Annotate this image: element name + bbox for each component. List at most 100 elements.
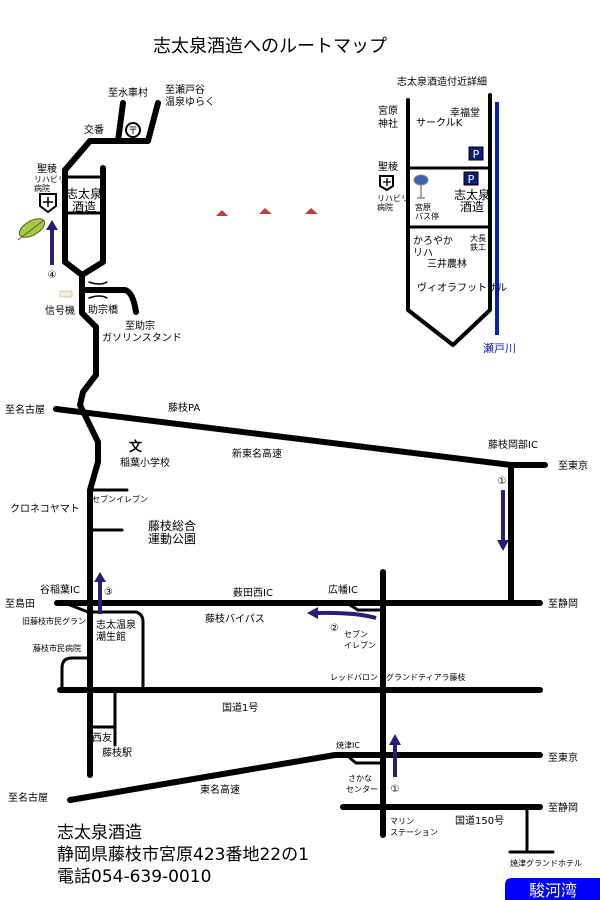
label-to-shizuoka: 至静岡 xyxy=(548,597,578,610)
step-1-marker-2: ① xyxy=(391,784,400,795)
label-route-1: 国道1号 xyxy=(222,701,258,714)
label-kuroneko: クロネコヤマト xyxy=(10,503,80,515)
label-onsen: 志太温泉 xyxy=(96,618,136,631)
detail-brewery-label: 志太泉 xyxy=(454,187,490,202)
flag-markers xyxy=(216,208,318,216)
map-title: 志太泉酒造へのルートマップ xyxy=(153,36,387,57)
label-eleven: イレブン xyxy=(344,640,376,650)
hospital-icon xyxy=(379,175,394,192)
route-arrow-4 xyxy=(46,220,58,265)
label-bus-stop-2: バス停 xyxy=(415,211,439,221)
label-hirohata-ic: 広幡IC xyxy=(328,583,358,596)
north-roads xyxy=(62,100,161,778)
label-route-150: 国道150号 xyxy=(455,814,504,827)
label-river: 瀬戸川 xyxy=(483,341,516,355)
parking-label: P xyxy=(473,148,480,161)
side-roads xyxy=(88,488,129,532)
label-inaba-ic: 谷稲葉IC xyxy=(40,583,80,596)
brewery-label-2: 酒造 xyxy=(72,200,96,214)
label-karoyaka: かろやか xyxy=(413,235,453,247)
label-mitsui: 三井農林 xyxy=(427,257,467,270)
label-to-setoya: 至瀬戸谷 xyxy=(165,84,205,96)
shin-tomei-expressway xyxy=(53,406,548,468)
label-seiyu: 西友 xyxy=(92,731,112,744)
bus-stop-icon xyxy=(413,174,429,199)
label-bus-stop: 宮原 xyxy=(415,202,431,212)
label-yaizu-ic: 焼津IC xyxy=(336,740,360,750)
label-to-mizuguruma: 至水車村 xyxy=(108,86,148,99)
label-fujieda-station: 藤枝駅 xyxy=(102,746,132,759)
label-sakana-center: センター xyxy=(346,785,378,794)
label-old-ground: 旧藤枝市民グランド xyxy=(22,616,94,626)
label-seven: セブン xyxy=(344,629,368,639)
label-hospital-3: 病院 xyxy=(377,202,393,212)
label-shrine-2: 神社 xyxy=(378,117,398,130)
label-circle-k: サークルK xyxy=(416,117,463,129)
traffic-signal-icon xyxy=(59,290,73,298)
brewery-label: 志太泉 xyxy=(66,186,102,201)
label-viola: ヴィオラフットサル xyxy=(417,281,507,294)
post-office-symbol: 〒 xyxy=(128,126,138,137)
detail-title: 志太泉酒造付近詳細 xyxy=(397,75,487,88)
label-hospital-2: リハビリ xyxy=(377,194,409,203)
hospital-icon xyxy=(39,193,57,214)
label-karoyaka-2: リハ xyxy=(413,248,433,259)
label-school: 稲葉小学校 xyxy=(120,456,170,469)
address-line: 静岡県藤枝市宮原423番地22の1 xyxy=(57,845,309,865)
label-hospital-3: 病院 xyxy=(34,183,50,193)
step-3-marker: ③ xyxy=(104,587,113,598)
south-roads xyxy=(54,569,555,854)
label-okabe-ic: 藤枝岡部IC xyxy=(488,438,538,451)
label-ohnaga: 大長 xyxy=(470,233,486,243)
label-tomei: 東名高速 xyxy=(200,783,240,796)
detail-map: 志太泉酒造付近詳細 宮原 神社 幸福堂 サークルK P P 聖稜 リハビリ 病院… xyxy=(377,75,516,355)
label-hospital-2: リハビリ xyxy=(34,175,66,184)
label-suruga-bay: 駿河湾 xyxy=(529,881,577,900)
label-sakana: さかな xyxy=(348,774,372,783)
label-to-tokyo-2: 至東京 xyxy=(548,751,578,764)
label-city-hospital: 藤枝市民病院 xyxy=(33,643,81,653)
label-yabuta-ic: 薮田西IC xyxy=(233,587,273,599)
label-ohnaga-2: 鉄工 xyxy=(470,242,486,252)
label-seven-eleven: セブンイレブン xyxy=(92,494,148,504)
address-name: 志太泉酒造 xyxy=(57,823,142,843)
school-icon: 文 xyxy=(129,439,143,455)
label-kofukudo: 幸福堂 xyxy=(450,106,480,119)
label-hospital: 聖稜 xyxy=(378,161,398,173)
label-to-shizuoka-2: 至静岡 xyxy=(548,801,578,814)
label-red-baron: レッドバロン xyxy=(330,673,378,682)
label-park: 藤枝総合 xyxy=(148,518,196,533)
label-to-nagoya: 至名古屋 xyxy=(5,403,45,416)
label-marine: マリン xyxy=(390,817,414,826)
label-marine-station: ステーション xyxy=(390,828,438,837)
step-1-marker: ① xyxy=(498,476,507,487)
label-gas-2: ガソリンスタンド xyxy=(102,332,182,344)
step-4-marker: ④ xyxy=(48,270,57,281)
label-to-nagoya-2: 至名古屋 xyxy=(8,791,48,804)
label-gas-1: 至助宗 xyxy=(125,319,155,332)
detail-brewery-label-2: 酒造 xyxy=(460,200,484,214)
parking-icon xyxy=(463,171,479,186)
label-yuraku: 温泉ゆらく xyxy=(165,95,215,108)
label-shin-tomei: 新東名高速 xyxy=(232,447,282,460)
label-bypass: 藤枝バイパス xyxy=(205,612,265,625)
parking-icon xyxy=(468,146,484,161)
post-office-icon xyxy=(125,122,141,138)
label-grand-hotel: 焼津グランドホテル xyxy=(510,858,582,868)
label-grand-tiara: グランドティアラ藤枝 xyxy=(386,672,466,682)
label-bridge: 助宗橋 xyxy=(88,303,118,316)
route-arrow-3 xyxy=(94,572,106,614)
label-signal: 信号機 xyxy=(45,304,75,317)
label-fujieda-pa: 藤枝PA xyxy=(168,401,200,414)
leaf-icon xyxy=(17,218,46,241)
label-onsen-2: 潮生館 xyxy=(96,630,126,643)
route-arrow-2 xyxy=(307,607,377,620)
suruga-bay xyxy=(505,878,600,900)
label-hospital: 聖稜 xyxy=(37,163,57,175)
label-koban: 交番 xyxy=(84,123,104,136)
route-arrow-1-up xyxy=(389,734,401,777)
label-to-shimada: 至島田 xyxy=(5,597,35,610)
parking-label: P xyxy=(468,173,475,186)
route-arrow-1-down xyxy=(497,490,509,551)
